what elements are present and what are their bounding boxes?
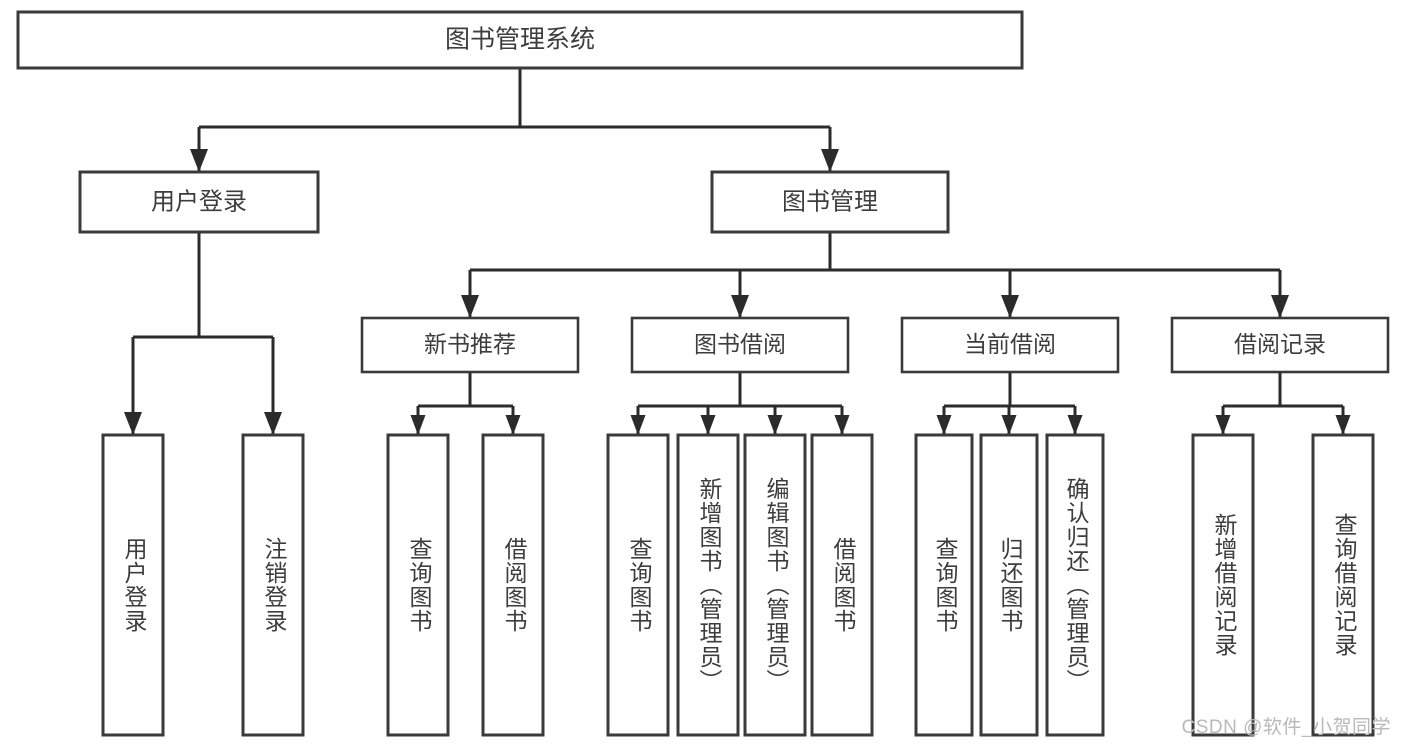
node-box-leaf-add-book[interactable] <box>676 433 740 737</box>
node-box-leaf-query-book-1[interactable] <box>386 433 450 737</box>
arrow-head-icon-leaf-user-login <box>124 412 142 435</box>
node-box-leaf-add-record[interactable] <box>1191 433 1255 737</box>
arrow-head-icon-user-login <box>190 149 208 172</box>
node-box-book-borrow[interactable] <box>630 316 850 374</box>
arrow-head-icon-leaf-add-book <box>700 415 716 435</box>
node-box-borrow-record[interactable] <box>1170 316 1390 374</box>
node-label-borrow-record: 借阅记录 <box>1234 331 1326 357</box>
arrow-head-icon-leaf-query-book-1 <box>410 415 426 435</box>
node-box-leaf-return-book[interactable] <box>979 433 1039 737</box>
node-boxes-group <box>16 10 1390 737</box>
arrow-head-icon-book-management <box>821 149 839 172</box>
node-box-new-book-recommend[interactable] <box>360 316 580 374</box>
node-label-book-management: 图书管理 <box>782 188 878 215</box>
arrow-head-icon-current-borrow <box>1001 295 1019 318</box>
node-box-leaf-borrow-book-1[interactable] <box>481 433 545 737</box>
node-box-root[interactable] <box>16 10 1024 70</box>
arrow-head-icon-book-borrow <box>731 295 749 318</box>
node-box-leaf-query-record[interactable] <box>1311 433 1375 737</box>
node-box-leaf-confirm-return[interactable] <box>1045 433 1105 737</box>
node-label-book-borrow: 图书借阅 <box>694 331 786 357</box>
node-label-root: 图书管理系统 <box>445 26 595 54</box>
node-box-current-borrow[interactable] <box>900 316 1120 374</box>
arrow-head-icon-leaf-borrow-book-1 <box>505 415 521 435</box>
node-label-current-borrow: 当前借阅 <box>964 331 1056 357</box>
node-box-book-management[interactable] <box>710 170 950 234</box>
node-box-leaf-logout[interactable] <box>241 433 305 737</box>
watermark-text: CSDN @软件_小贺同学 <box>1181 717 1391 738</box>
arrow-head-icon-leaf-return-book <box>1001 415 1017 435</box>
arrow-head-icon-borrow-record <box>1271 295 1289 318</box>
arrow-head-icon-leaf-borrow-book-2 <box>834 415 850 435</box>
arrow-head-icon-leaf-confirm-return <box>1067 415 1083 435</box>
node-box-leaf-query-book-3[interactable] <box>914 433 974 737</box>
node-box-user-login[interactable] <box>78 170 320 234</box>
arrow-head-icon-leaf-query-record <box>1335 415 1351 435</box>
node-box-leaf-query-book-2[interactable] <box>606 433 670 737</box>
arrow-head-icon-leaf-query-book-2 <box>630 415 646 435</box>
node-box-leaf-borrow-book-2[interactable] <box>810 433 874 737</box>
arrow-head-icon-leaf-add-record <box>1215 415 1231 435</box>
arrow-head-icon-leaf-logout <box>264 412 282 435</box>
connector-lines-group <box>124 68 1351 435</box>
arrow-head-icon-leaf-query-book-3 <box>936 415 952 435</box>
node-label-user-login: 用户登录 <box>151 188 247 215</box>
arrow-head-icon-leaf-edit-book <box>767 415 783 435</box>
node-label-new-book-recommend: 新书推荐 <box>424 331 516 357</box>
node-box-leaf-edit-book[interactable] <box>743 433 807 737</box>
arrow-head-icon-new-book-recommend <box>461 295 479 318</box>
node-box-leaf-user-login[interactable] <box>101 433 165 737</box>
